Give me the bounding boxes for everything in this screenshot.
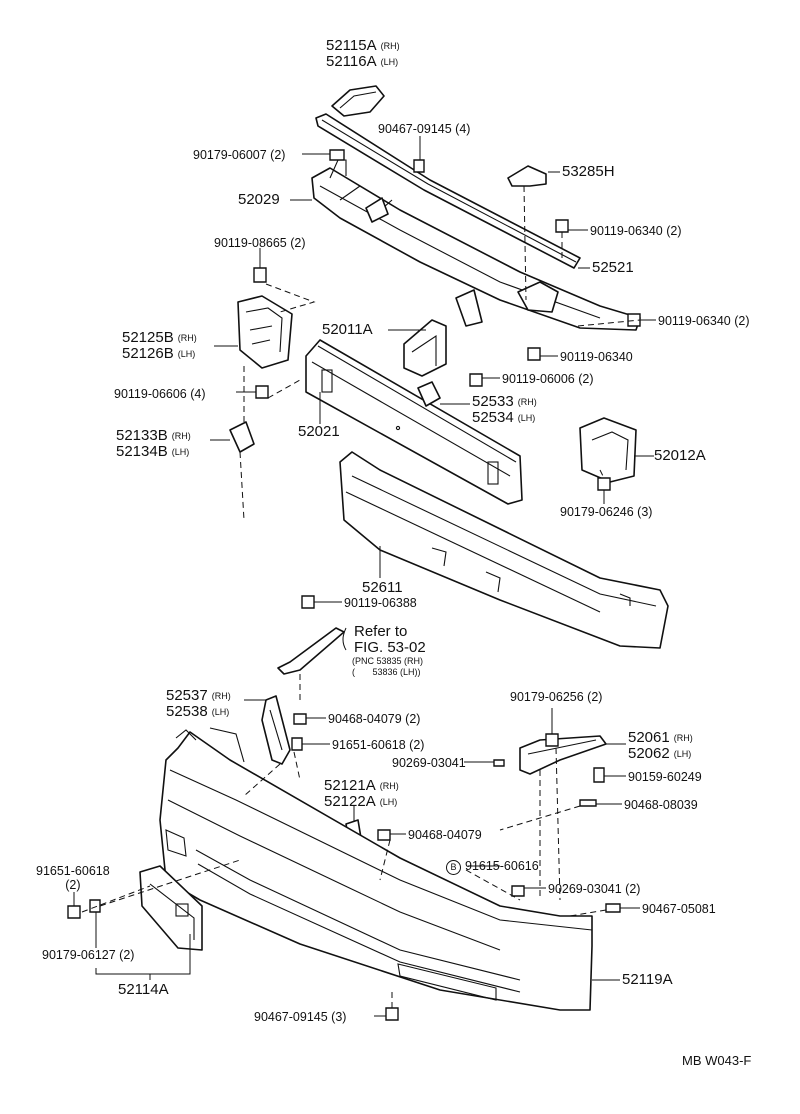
label-52011a: 52011A bbox=[322, 321, 373, 338]
label-90467-05081: 90467-05081 bbox=[642, 902, 716, 916]
label-52119a: 52119A bbox=[622, 971, 673, 988]
label-52114a: 52114A bbox=[118, 981, 169, 998]
bracket-52011a bbox=[403, 319, 447, 377]
label-90119-06340-c: 90119-06340 bbox=[560, 350, 633, 364]
label-52125b: 52125B(RH) 52126B(LH) bbox=[122, 329, 197, 362]
drawing-code: MB W043-F bbox=[682, 1053, 752, 1068]
label-90179-06127: 90179-06127 (2) bbox=[42, 948, 135, 962]
label-52533: 52533(RH) 52534(LH) bbox=[472, 393, 537, 426]
label-90467-09145-bottom: 90467-09145 (3) bbox=[254, 1010, 347, 1024]
bumper-cover-52119a bbox=[159, 727, 593, 1011]
retainer-strip-52521 bbox=[315, 113, 581, 269]
label-90468-04079-a: 90468-04079 (2) bbox=[328, 712, 421, 726]
label-90179-06246: 90179-06246 (3) bbox=[560, 505, 653, 519]
cover-53285h bbox=[507, 165, 547, 187]
front-reinforcement-52021 bbox=[305, 339, 523, 505]
fasteners bbox=[67, 149, 641, 1021]
side-bracket-52537 bbox=[261, 695, 291, 765]
label-90179-06007: 90179-06007 (2) bbox=[193, 148, 286, 162]
upper-reinforcement-52029 bbox=[311, 159, 641, 331]
refer-pnc: (PNC 53835 (RH) ( 53836 (LH)) bbox=[352, 656, 424, 677]
label-91651-60618-a: 91651-60618 (2) bbox=[332, 738, 425, 752]
bracket-52012a bbox=[579, 417, 637, 483]
label-53285h: 53285H bbox=[562, 163, 615, 180]
label-90468-04079-b: 90468-04079 bbox=[408, 828, 482, 842]
label-52029: 52029 bbox=[238, 191, 280, 208]
label-90269-03041-a: 90269-03041 bbox=[392, 756, 466, 770]
label-90119-08665: 90119-08665 (2) bbox=[214, 236, 306, 250]
energy-absorber-52611 bbox=[339, 451, 669, 649]
label-90119-06388: 90119-06388 bbox=[344, 596, 417, 610]
label-90179-06256: 90179-06256 (2) bbox=[510, 690, 603, 704]
bracket-strip-refer bbox=[277, 627, 345, 675]
label-52521: 52521 bbox=[592, 259, 634, 276]
label-90119-06006: 90119-06006 (2) bbox=[502, 372, 594, 386]
label-91651-60618-b: 91651-60618 (2) bbox=[36, 864, 110, 892]
bracket-52533 bbox=[417, 381, 441, 407]
upper-bracket-52115a bbox=[331, 85, 385, 117]
refer-note: Refer to FIG. 53-02 bbox=[354, 623, 426, 656]
label-52021: 52021 bbox=[298, 423, 340, 440]
license-bracket-52114a bbox=[139, 865, 203, 951]
label-52012a: 52012A bbox=[654, 447, 706, 464]
label-52121a: 52121A(RH) 52122A(LH) bbox=[324, 777, 399, 810]
side-support-52125b bbox=[237, 295, 293, 369]
bracket-52061 bbox=[519, 735, 607, 775]
label-52537: 52537(RH) 52538(LH) bbox=[166, 687, 231, 720]
leader-lines bbox=[73, 136, 656, 1017]
side-retainer-52133b bbox=[229, 421, 255, 453]
label-90468-08039: 90468-08039 bbox=[624, 798, 698, 812]
label-90119-06340-a: 90119-06340 (2) bbox=[590, 224, 682, 238]
label-52061: 52061(RH) 52062(LH) bbox=[628, 729, 693, 762]
label-90119-06606: 90119-06606 (4) bbox=[114, 387, 206, 401]
label-90467-09145-top: 90467-09145 (4) bbox=[378, 122, 471, 136]
label-52115a: 52115A(RH) 52116A(LH) bbox=[326, 37, 400, 70]
alignment-lines bbox=[81, 185, 641, 1008]
label-52611: 52611 bbox=[362, 579, 403, 596]
circle-marker-b: B bbox=[446, 860, 461, 875]
label-90269-03041-b: 90269-03041 (2) bbox=[548, 882, 641, 896]
label-52133b: 52133B(RH) 52134B(LH) bbox=[116, 427, 191, 460]
label-90119-06340-b: 90119-06340 (2) bbox=[658, 314, 750, 328]
label-90159-60249: 90159-60249 bbox=[628, 770, 702, 784]
